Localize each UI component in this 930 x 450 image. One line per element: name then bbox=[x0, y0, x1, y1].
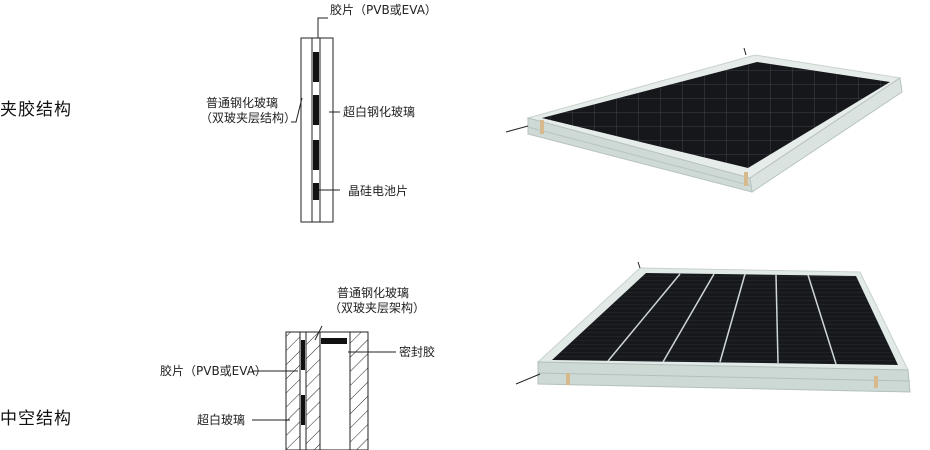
label-ultra-white-glass-1: 超白钢化玻璃 bbox=[343, 105, 416, 119]
label-interlayer-2: 胶片（PVB或EVA） bbox=[160, 364, 267, 378]
laminated-panel-render bbox=[505, 47, 903, 193]
label-ordinary-glass-2a: 普通钢化玻璃 bbox=[337, 286, 410, 300]
leader-ordinary-glass-2 bbox=[314, 325, 323, 341]
label-interlayer-1: 胶片（PVB或EVA） bbox=[330, 3, 437, 17]
cell-segment bbox=[313, 183, 319, 200]
leader-interlayer bbox=[317, 17, 328, 38]
label-sealant: 密封胶 bbox=[399, 345, 436, 359]
laminated-structure-title: 夹胶结构 bbox=[0, 100, 72, 120]
label-cell: 晶硅电池片 bbox=[348, 184, 409, 198]
hollow-structure-title: 中空结构 bbox=[0, 409, 72, 429]
label-ordinary-glass-1a: 普通钢化玻璃 bbox=[206, 96, 279, 110]
outer-glass-pane bbox=[349, 331, 369, 450]
laminated-glass-outline bbox=[300, 37, 334, 223]
cell-segment bbox=[313, 52, 319, 82]
hollow-panel-render bbox=[515, 261, 911, 393]
cell-segment bbox=[313, 95, 319, 125]
sealant-strip bbox=[321, 338, 347, 344]
cell-segment bbox=[313, 140, 319, 170]
label-ordinary-glass-1b: （双玻夹层结构） bbox=[200, 111, 297, 125]
cell-segment bbox=[301, 340, 305, 370]
label-ordinary-glass-2b: （双玻夹层架构） bbox=[329, 301, 426, 315]
air-gap bbox=[319, 331, 351, 450]
cell-segment bbox=[301, 395, 305, 425]
label-ultra-white-glass-2: 超白玻璃 bbox=[197, 413, 246, 427]
leader-ordinary-glass bbox=[291, 97, 303, 123]
